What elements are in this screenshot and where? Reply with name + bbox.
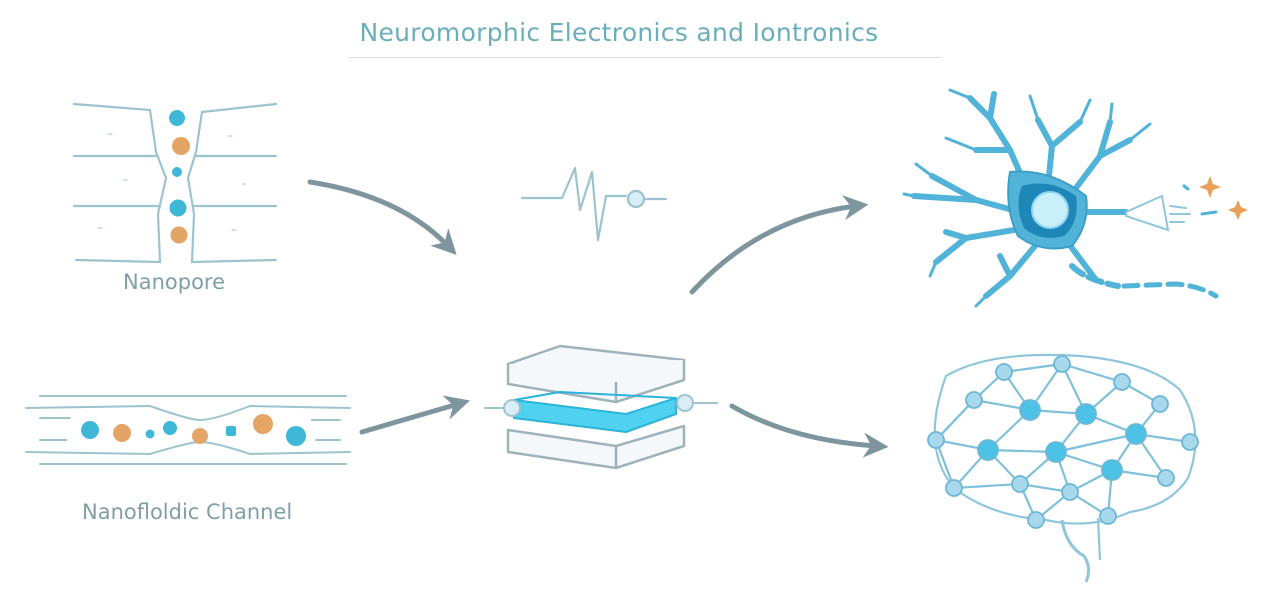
- neuron-icon: [902, 88, 1219, 308]
- arrow-memristor-to-brain: [729, 403, 889, 458]
- memristor-stack-icon: [484, 344, 718, 470]
- page-title: Neuromorphic Electronics and Iontronics: [359, 18, 879, 47]
- title-underline: [348, 57, 942, 58]
- arrow-memristor-to-neuron: [689, 195, 869, 295]
- brain-network-icon: [927, 353, 1199, 583]
- spike-signal-icon: [520, 166, 668, 242]
- arrow-nanopore-to-signal: [307, 179, 457, 256]
- nanofluidic-channel-label: Nanofloldic Channel: [82, 500, 293, 524]
- arrow-channel-to-memristor: [359, 395, 471, 435]
- arrows: [307, 179, 889, 458]
- nanopore-icon: [72, 102, 278, 264]
- spark-icon: [1199, 176, 1248, 220]
- nanofluidic-channel-icon: [25, 395, 351, 465]
- nanopore-label: Nanopore: [123, 270, 226, 294]
